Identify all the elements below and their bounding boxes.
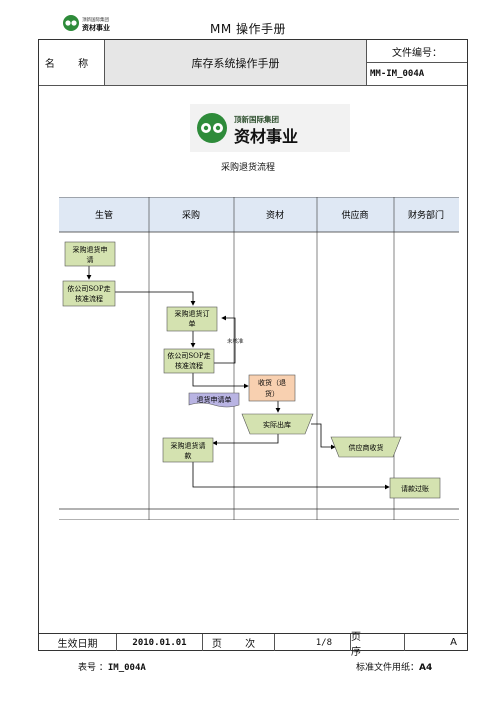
svg-text:采购退货请: 采购退货请	[171, 441, 206, 450]
standard-paper: 标准文件用纸：A4	[356, 660, 432, 673]
logo-division: 资材事业	[234, 127, 298, 146]
form-number: 表号 ：IM_004A	[78, 660, 146, 673]
svg-text:采购退货申: 采购退货申	[73, 245, 108, 254]
lane-label-production: 生管	[95, 209, 113, 221]
svg-text:核准流程: 核准流程	[175, 361, 203, 370]
name-label: 名 称	[39, 40, 105, 86]
standard-paper-value: A4	[419, 663, 433, 673]
company-logo: 顶新国际集团 资材事业	[190, 104, 350, 152]
svg-text:单: 单	[189, 319, 196, 328]
step-actual-issue: 实际出库	[241, 413, 314, 435]
step-receive-return: 收货（退 货）	[248, 374, 296, 402]
step-purchase-return-request: 采购退货申 请	[64, 241, 116, 267]
svg-text:款: 款	[185, 451, 192, 460]
svg-text:请: 请	[87, 255, 94, 264]
step-sop-approval-2: 依公司SOP走 核准流程	[163, 348, 215, 374]
page-frame	[38, 39, 468, 651]
form-number-label: 表号 ：	[78, 663, 108, 673]
return-request-document: 退货申请单	[188, 392, 240, 408]
page-number-label: 页 次	[203, 634, 275, 651]
lane-label-purchasing: 采购	[182, 209, 200, 221]
page-sequence-label: 页 序	[351, 632, 405, 658]
logo-emblem-icon	[197, 113, 227, 143]
document-title: 库存系统操作手册	[105, 40, 367, 86]
logo-group-name: 顶新国际集团	[234, 114, 279, 124]
svg-text:核准流程: 核准流程	[75, 294, 103, 303]
lane-label-supplier: 供应商	[341, 209, 368, 221]
page-sequence-value: A	[450, 637, 457, 648]
page-header-title: MM 操作手册	[209, 22, 287, 36]
effective-date-label: 生效日期	[39, 634, 117, 651]
lane-label-finance: 财务部门	[408, 209, 444, 221]
step-purchase-return-order: 采购退货订 单	[166, 306, 218, 332]
footer-divider	[39, 633, 467, 634]
standard-paper-label: 标准文件用纸：	[356, 663, 420, 673]
svg-text:依公司SOP走: 依公司SOP走	[67, 284, 110, 293]
svg-text:货）: 货）	[265, 389, 279, 398]
svg-text:依公司SOP走: 依公司SOP走	[167, 351, 210, 360]
file-number-value: MM-IM_004A	[367, 63, 467, 86]
form-number-value: IM_004A	[107, 663, 146, 673]
header-logo-main-text: 资材事业	[82, 23, 110, 32]
header-logo: 顶新国际集团 资材事业	[63, 15, 110, 32]
effective-date-value: 2010.01.01	[117, 634, 203, 651]
header-logo-small-text: 顶新国际集团	[82, 16, 109, 23]
svg-text:采购退货订: 采购退货订	[175, 309, 210, 318]
swimlane-flowchart: 生管 采购 资材 供应商 财务部门 采购退货申 请 依公司SOP走 核准流程 采…	[59, 197, 459, 520]
svg-text:实际出库: 实际出库	[263, 420, 291, 429]
step-sop-approval-1: 依公司SOP走 核准流程	[62, 280, 116, 307]
page-number-value: 1/8	[275, 634, 351, 651]
file-number-label: 文件编号：	[367, 40, 467, 63]
svg-text:请款过账: 请款过账	[401, 484, 429, 493]
step-billing-posting: 请款过账	[389, 477, 441, 499]
svg-text:退货申请单: 退货申请单	[197, 395, 232, 404]
flow-subtitle: 采购退货流程	[220, 163, 275, 173]
lane-header-band	[59, 197, 459, 232]
svg-text:收货（退: 收货（退	[258, 378, 286, 387]
lane-label-materials: 资材	[266, 209, 284, 221]
step-supplier-receive: 供应商收货	[330, 436, 402, 458]
svg-text:供应商收货: 供应商收货	[349, 443, 384, 452]
step-purchase-return-billing: 采购退货请 款	[162, 437, 214, 463]
not-approved-label: 未核准	[227, 337, 244, 345]
